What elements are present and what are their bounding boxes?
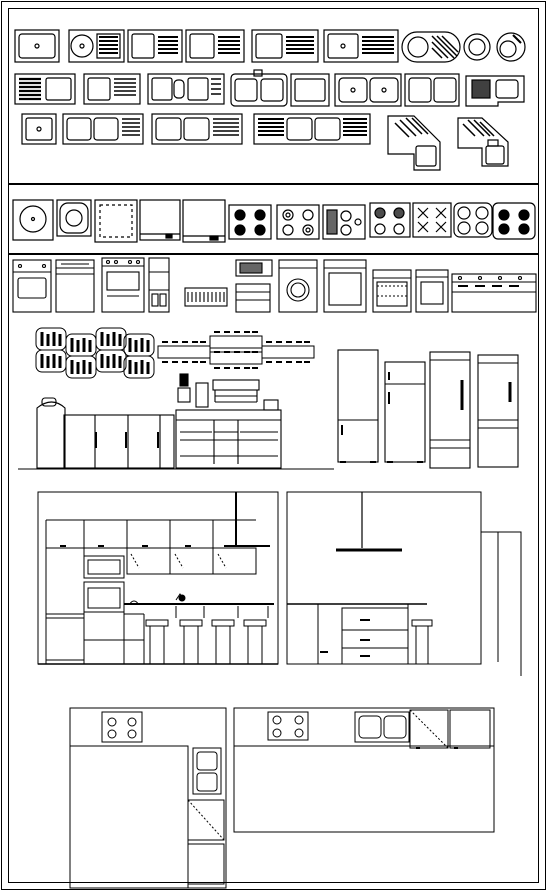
hob-block	[94, 199, 138, 243]
hob-block	[139, 199, 181, 241]
cooktop-block	[276, 204, 320, 240]
cooktop-block	[228, 204, 272, 240]
refrigerator-front	[429, 351, 471, 469]
dishwasher-front	[55, 259, 95, 313]
kitchen-elevation-b	[286, 491, 522, 676]
oven-front	[323, 259, 367, 313]
sink-block	[404, 73, 460, 107]
sink-block	[457, 117, 509, 167]
cooktop-block	[322, 204, 366, 240]
kitchen-counter-elevation	[18, 373, 334, 470]
sink-block	[147, 73, 225, 105]
sink-block	[151, 113, 243, 145]
sink-block	[334, 73, 402, 107]
sink-block	[387, 115, 441, 171]
kitchen-elevation-a	[37, 491, 279, 665]
grill-front	[184, 287, 228, 307]
gas-cooktop-block	[453, 202, 493, 238]
sink-block	[290, 73, 330, 107]
refrigerators	[337, 349, 519, 469]
sink-block	[465, 75, 525, 107]
refrigerator-front	[477, 354, 519, 468]
appliances-section	[12, 257, 537, 313]
commercial-range	[451, 273, 537, 313]
sink-block	[496, 32, 526, 62]
sink-block	[21, 113, 57, 145]
refrigerator-front	[384, 361, 426, 463]
oven-front	[12, 259, 52, 313]
sink-block	[83, 73, 141, 105]
range-front	[101, 257, 145, 313]
bar-table-cluster	[35, 327, 155, 379]
washer-front	[278, 259, 318, 313]
sinks-section	[14, 29, 526, 171]
long-table	[209, 331, 263, 353]
sink-block	[323, 29, 399, 63]
long-table	[209, 351, 263, 369]
sink-block	[14, 29, 60, 63]
microwave-front	[235, 259, 273, 313]
oven-front	[372, 269, 412, 313]
hob-block	[182, 199, 226, 243]
sink-block	[62, 113, 144, 145]
sink-block	[251, 29, 319, 63]
hob-block	[12, 199, 54, 241]
sink-block	[185, 29, 245, 63]
refrigerator-front	[337, 349, 379, 463]
l-shaped-kitchen-plan	[69, 707, 227, 889]
cooktop-block	[369, 202, 411, 238]
sink-block	[14, 73, 76, 105]
sink-block	[463, 33, 491, 61]
tall-unit-front	[148, 257, 170, 313]
sink-block	[230, 69, 288, 107]
oven-front	[415, 269, 449, 313]
sink-block	[401, 31, 461, 63]
cooktop-block	[492, 202, 536, 240]
sink-block	[127, 29, 183, 63]
sink-block	[253, 113, 371, 145]
gas-cooktop-block	[412, 202, 452, 238]
hob-block	[56, 199, 92, 237]
cooktops-section	[12, 199, 536, 243]
sink-block	[68, 29, 125, 63]
straight-kitchen-plan	[233, 707, 495, 833]
dining-tables	[35, 327, 315, 379]
long-table	[157, 341, 211, 363]
long-table	[261, 341, 315, 363]
